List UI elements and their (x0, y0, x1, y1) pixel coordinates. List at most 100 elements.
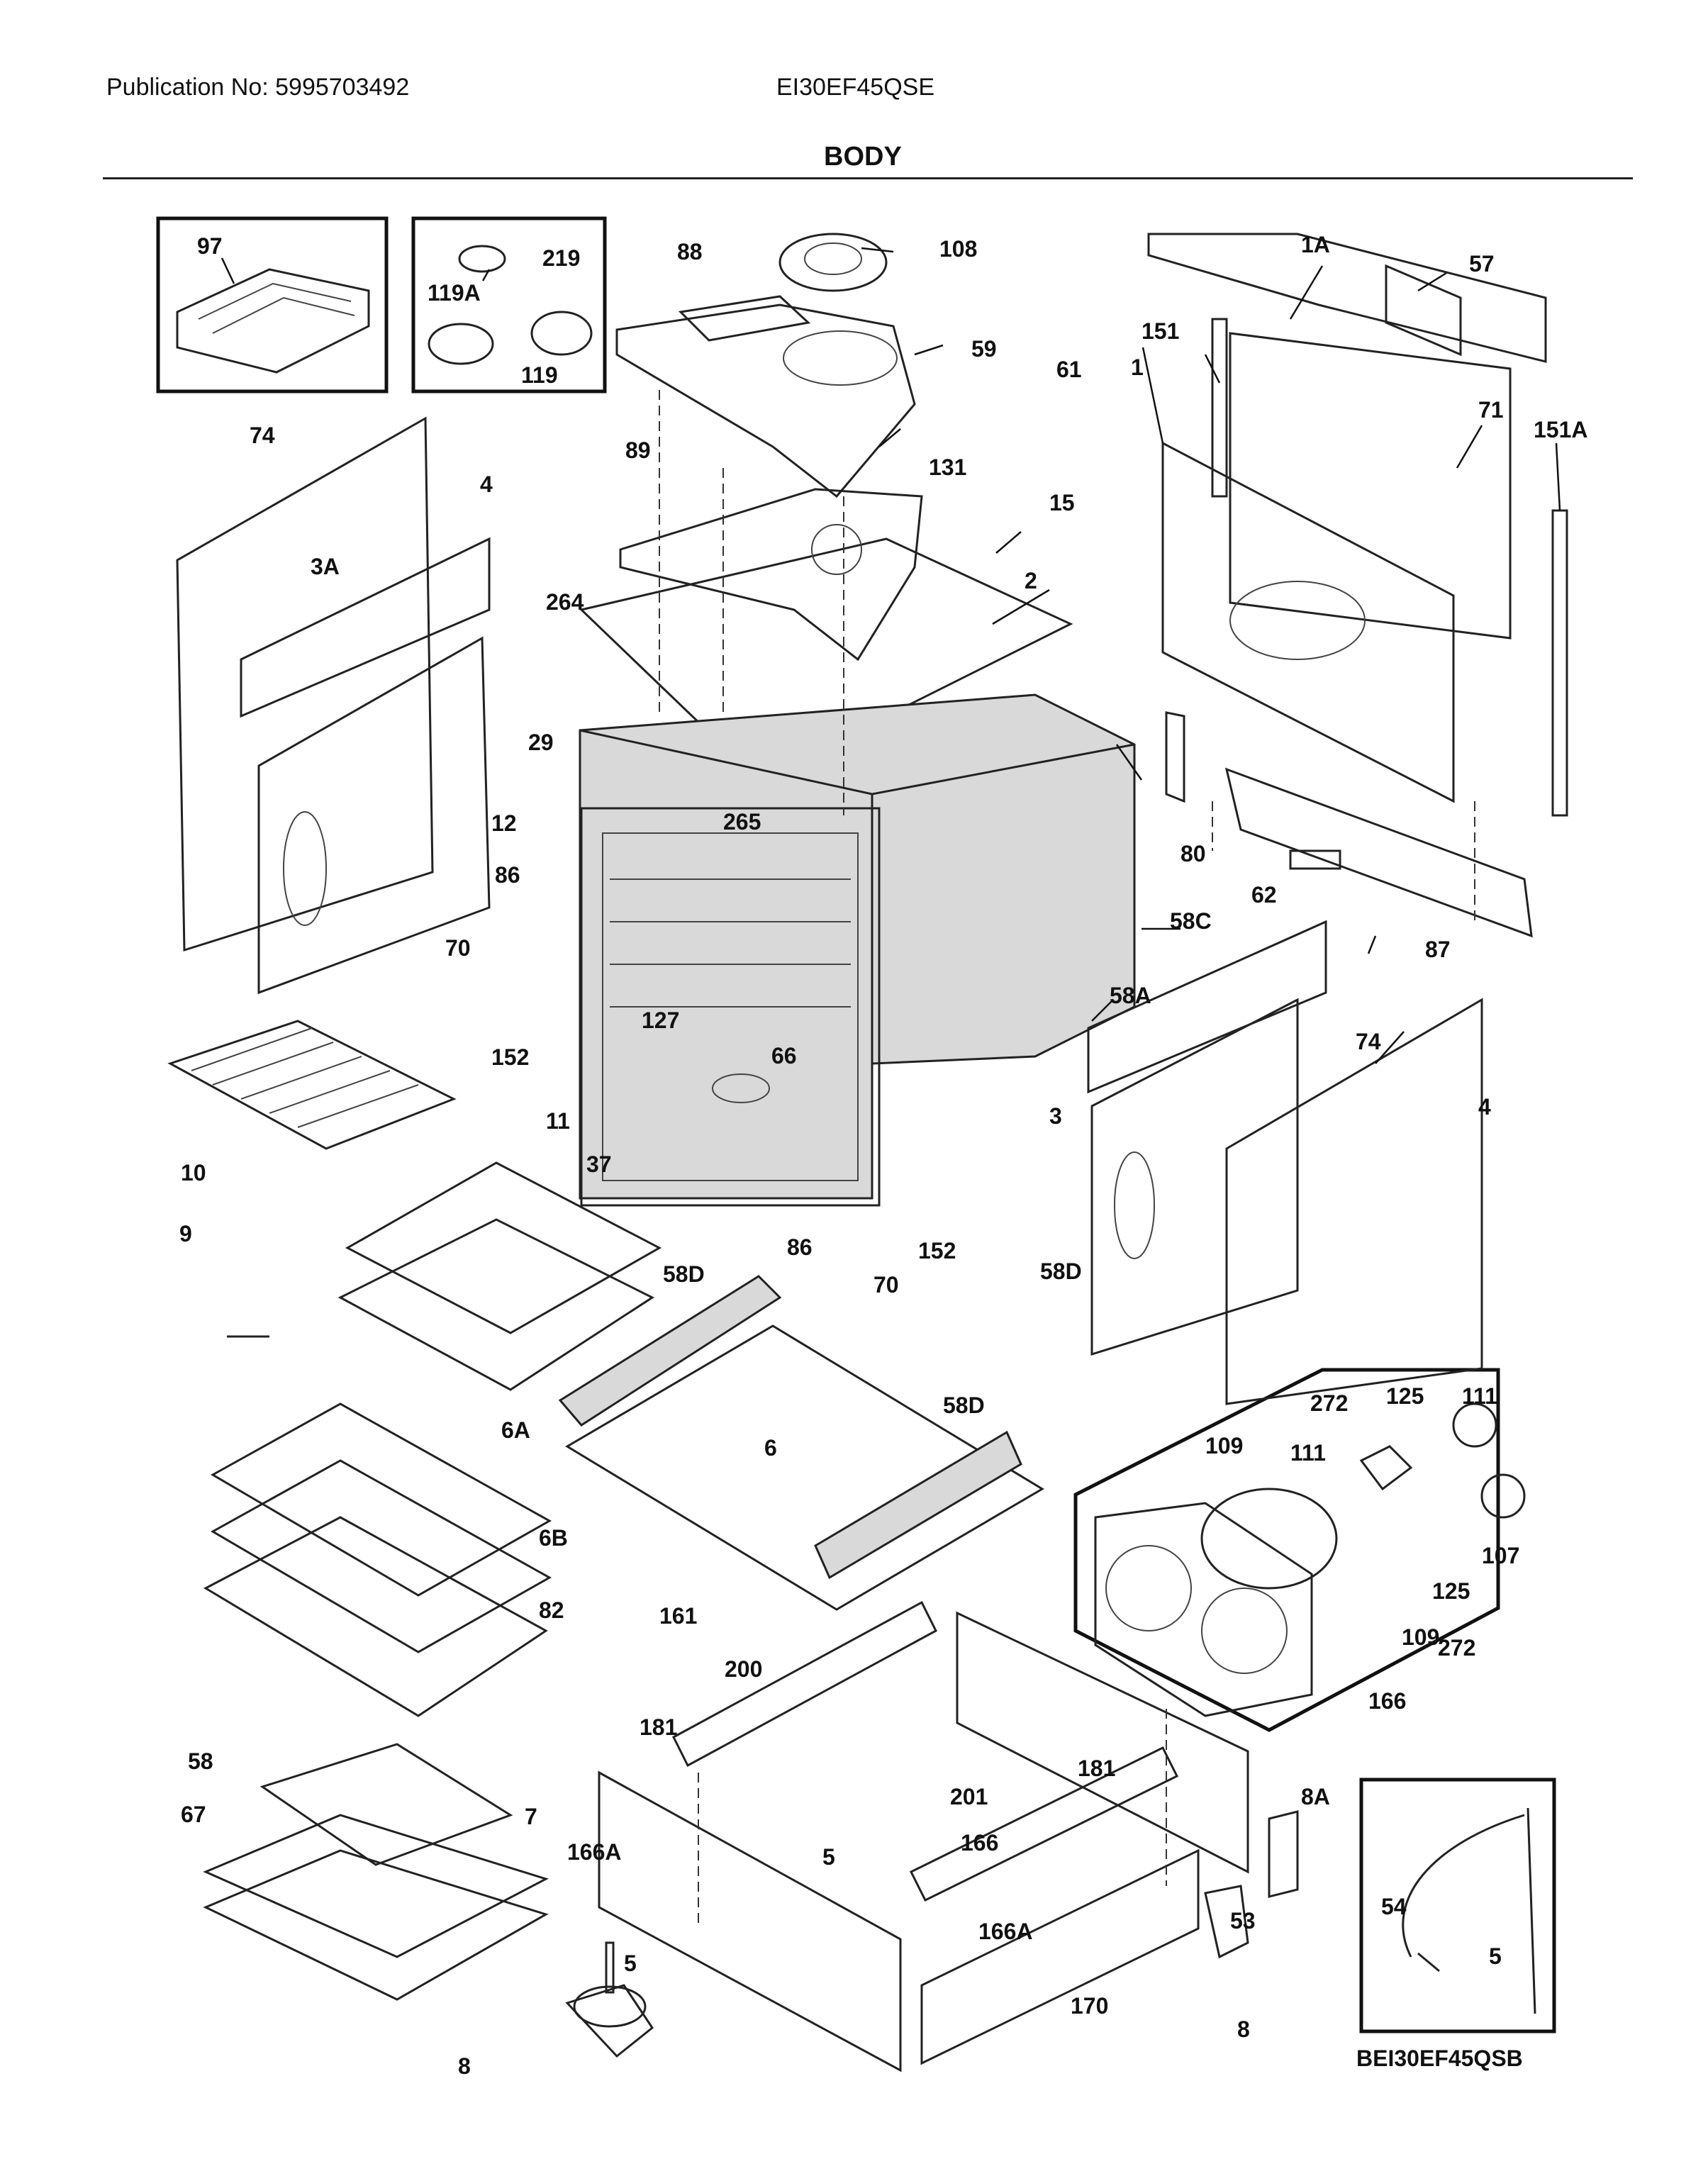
callout-label: 125 (1386, 1383, 1424, 1409)
callout-label: 66 (771, 1043, 797, 1069)
callout-label: 109 (1205, 1433, 1243, 1458)
callout-label: 5 (822, 1844, 835, 1870)
header-divider (103, 177, 1633, 179)
callout-label: 6A (501, 1417, 530, 1443)
callout-label: 62 (1251, 882, 1277, 908)
callout-label: 58D (1040, 1259, 1082, 1284)
callout-label: 58A (1110, 983, 1151, 1008)
leveling-leg (573, 1941, 647, 2028)
callout-label: 8 (1237, 2016, 1250, 2042)
left-side-panels (176, 416, 491, 995)
convection-fan-assembly (1094, 1402, 1526, 1717)
callout-label: 12 (491, 810, 517, 836)
callout-label: 152 (491, 1044, 529, 1070)
callout-label: 264 (546, 589, 584, 615)
callout-label: 59 (971, 336, 997, 362)
callout-label: 170 (1071, 1993, 1108, 2019)
callout-label: 3 (1049, 1103, 1062, 1129)
callout-label: 8 (458, 2053, 471, 2079)
top-blower-assembly (615, 233, 916, 498)
callout-label: 161 (659, 1603, 697, 1629)
diagram-code: BEI30EF45QSB (1356, 2046, 1523, 2071)
rear-panel-assembly (1147, 233, 1568, 817)
hidden-bake-assembly (203, 1743, 549, 2001)
callout-label: 152 (918, 1238, 956, 1263)
callout-label: 4 (1478, 1094, 1491, 1120)
inset-control-board (156, 216, 389, 394)
callout-label: 1A (1301, 232, 1330, 257)
callout-label: 89 (625, 437, 651, 463)
callout-label: 86 (495, 862, 520, 888)
callout-label: 151A (1534, 417, 1588, 442)
control-board-part (176, 268, 370, 374)
callout-label: 11 (546, 1108, 570, 1134)
callout-label: 29 (528, 730, 554, 755)
callout-label: 219 (542, 245, 580, 271)
callout-leaders (221, 247, 1561, 1064)
callout-label: 6B (539, 1525, 568, 1551)
callout-label: 97 (197, 233, 223, 259)
callout-label: 6 (764, 1435, 777, 1461)
callout-label: 119 (521, 362, 558, 388)
oven-cavity-body (579, 693, 1136, 1207)
callout-label: 80 (1180, 841, 1206, 866)
callout-label: 88 (677, 239, 703, 264)
callout-label: 111 (1462, 1383, 1497, 1409)
callout-label: 54 (1381, 1894, 1407, 1919)
callout-label: 8A (1301, 1784, 1330, 1809)
callout-label: 5 (624, 1951, 637, 1976)
rear-brackets (1165, 711, 1533, 938)
inset-sensor (1359, 1778, 1556, 2033)
publication-number: Publication No: 5995703492 (106, 74, 410, 101)
callout-label: 58C (1170, 908, 1212, 934)
callout-labels: 97 119A 219 119 88 108 59 1A 57 151 71 1… (179, 232, 1588, 2079)
callout-label: 67 (181, 1802, 206, 1827)
callout-label: 82 (539, 1597, 564, 1623)
callout-label: 3A (311, 554, 340, 579)
callout-label: 111 (1290, 1440, 1326, 1466)
temperature-sensor-part (1402, 1807, 1536, 2014)
callout-label: 265 (723, 809, 761, 835)
lower-frame-and-insulation (558, 1275, 1044, 1611)
callout-label: 58D (943, 1393, 985, 1418)
callout-label: 109 (1402, 1624, 1439, 1650)
right-side-panels (1087, 920, 1483, 1405)
page-title: BODY (824, 142, 902, 172)
callout-label: 151 (1142, 318, 1179, 344)
model-number: EI30EF45QSE (776, 74, 935, 101)
callout-label: 87 (1425, 937, 1451, 962)
callout-label: 61 (1056, 357, 1082, 382)
callout-label: 181 (640, 1714, 677, 1740)
callout-label: 166A (978, 1919, 1033, 1944)
callout-label: 58D (663, 1261, 705, 1287)
callout-label: 74 (250, 423, 275, 448)
callout-label: 166 (961, 1830, 998, 1856)
callout-label: 1 (1131, 355, 1144, 380)
callout-label: 10 (181, 1160, 206, 1185)
callout-label: 108 (939, 236, 977, 262)
inset-convection-fan (1073, 1368, 1500, 1732)
callout-label: 181 (1078, 1756, 1115, 1781)
bottom-frame-assembly (565, 1600, 1299, 2072)
callout-label: 272 (1438, 1635, 1475, 1661)
callout-label: 166A (567, 1839, 622, 1865)
assembly-guide-lines (659, 390, 1475, 1929)
callout-label: 201 (950, 1784, 988, 1809)
callout-label: 57 (1469, 251, 1495, 277)
callout-label: 74 (1356, 1029, 1381, 1054)
callout-label: 166 (1368, 1688, 1406, 1714)
callout-label: 5 (1489, 1943, 1502, 1969)
callout-label: 272 (1310, 1390, 1348, 1416)
callout-label: 107 (1482, 1543, 1519, 1568)
callout-label: 7 (525, 1804, 537, 1829)
callout-label: 15 (1049, 490, 1075, 515)
oven-racks (203, 1402, 552, 1717)
callout-label: 200 (725, 1656, 762, 1682)
callout-label: 71 (1478, 397, 1504, 423)
callout-label: 53 (1230, 1908, 1256, 1934)
callout-label: 131 (929, 454, 966, 480)
callout-label: 86 (787, 1234, 813, 1260)
callout-label: 58 (188, 1748, 213, 1774)
callout-label: 2 (1025, 568, 1037, 593)
